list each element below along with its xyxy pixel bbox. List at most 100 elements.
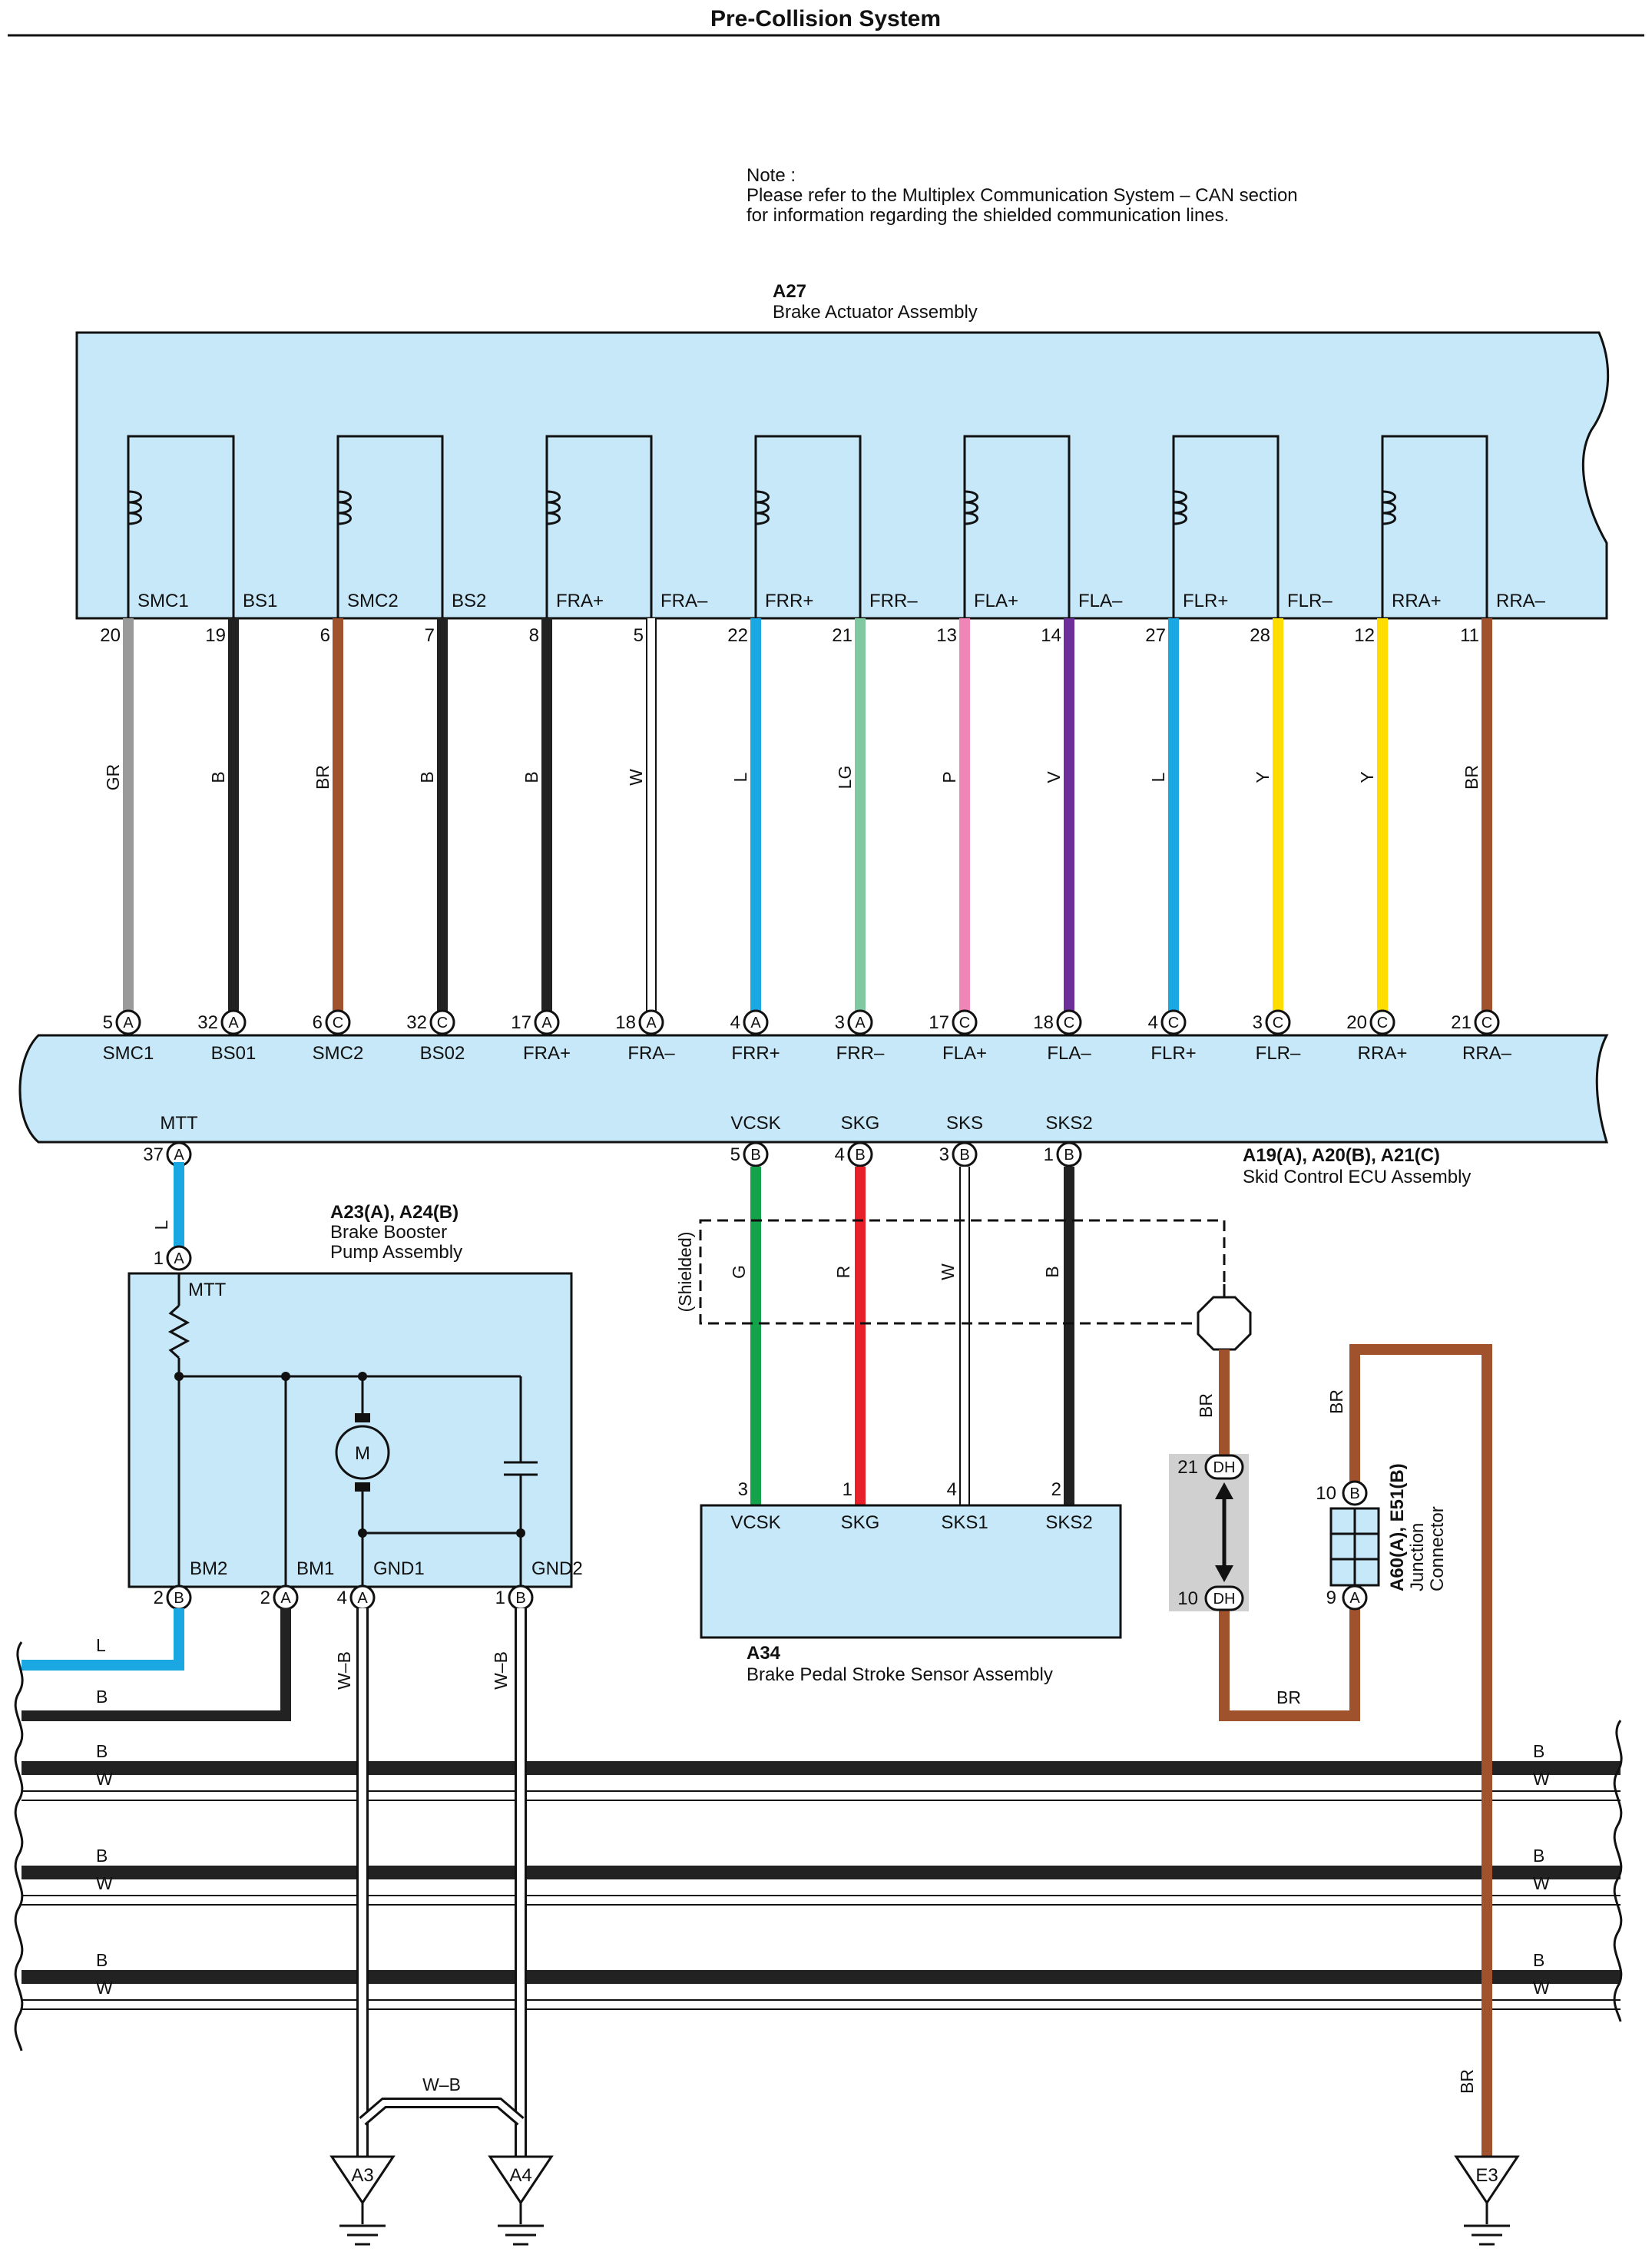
- booster-bottom-conn-1-letter: A: [280, 1590, 291, 1607]
- gnd-bridge-label: W–B: [422, 2075, 461, 2094]
- actuator-pin-5: 5: [634, 625, 644, 646]
- sensor-label-1: SKG: [841, 1512, 880, 1533]
- sensor-panel: [700, 1504, 1122, 1639]
- actuator-pin-12: 12: [1354, 625, 1375, 646]
- ecu-top-label-9: FLA–: [1047, 1043, 1091, 1064]
- ground-triangle-2: [1454, 2155, 1520, 2205]
- solenoid-loop-5: [1172, 435, 1280, 618]
- gnd1-wire-label: W–B: [334, 1651, 354, 1690]
- ecu-top-label-10: FLR+: [1150, 1043, 1196, 1064]
- ecu-top-pin-9: 18: [1033, 1012, 1054, 1033]
- booster-name-line-1: Brake Booster: [330, 1222, 447, 1243]
- actuator-wire-label-11: Y: [1253, 771, 1273, 783]
- ecu-top-conn-9-letter: C: [1064, 1015, 1074, 1031]
- ecu-top-pin-3: 32: [406, 1012, 427, 1033]
- bus-label-right-0: B: [1533, 1741, 1544, 1761]
- coil-icon: [755, 490, 770, 525]
- svg-text:DH: DH: [1213, 1459, 1236, 1476]
- ecu-top-conn-5: [638, 1009, 664, 1035]
- ecu-bottom-label-2: SKG: [841, 1113, 880, 1134]
- ecu-top-conn-12-letter: C: [1377, 1015, 1388, 1031]
- mtt-wire-label: L: [151, 1220, 171, 1230]
- svg-text:9: 9: [1326, 1588, 1336, 1608]
- ecu-bottom-conn-3-letter: B: [959, 1147, 969, 1164]
- bus-label-left-4: B: [96, 1950, 108, 1970]
- motor-brush-top: [355, 1413, 370, 1422]
- ecu-top-conn-7: [847, 1009, 873, 1035]
- br-junction-to-ground: [1349, 1344, 1492, 2160]
- ecu-top-conn-6-letter: A: [750, 1015, 761, 1031]
- actuator-pin-10: 27: [1145, 625, 1166, 646]
- ecu-top-pin-1: 32: [197, 1012, 218, 1033]
- actuator-wire-label-3: B: [417, 771, 437, 783]
- ecu-top-conn-6: [743, 1009, 769, 1035]
- gnd-bridge-wire: [359, 2098, 525, 2126]
- actuator-wire-label-13: BR: [1462, 765, 1482, 790]
- booster-bottom-pin-0: 2: [154, 1588, 164, 1608]
- junction-connector: B 10 A 9: [1316, 1480, 1380, 1611]
- booster-junction-dots: [174, 1372, 525, 1538]
- booster-bottom-pin-3: 1: [495, 1588, 505, 1608]
- actuator-pin-3: 7: [425, 625, 435, 646]
- dh-connector: DH 21 DH 10: [1177, 1454, 1244, 1611]
- coil-icon: [127, 490, 142, 525]
- ecu-bottom-conn-4-letter: B: [1064, 1147, 1074, 1164]
- ecu-top-conn-3: [429, 1009, 455, 1035]
- ecu-bottom-pin-0: 37: [143, 1144, 164, 1165]
- sensor-pin-1: 1: [843, 1479, 852, 1500]
- solenoid-loop-6: [1381, 435, 1488, 618]
- sensor-wire-label-0: G: [729, 1265, 749, 1279]
- ecu-top-conn-4-letter: A: [541, 1015, 552, 1031]
- solenoid-loop-1: [336, 435, 444, 618]
- solenoid-loop-2: [545, 435, 653, 618]
- svg-text:A: A: [1349, 1590, 1360, 1607]
- actuator-terminal-4: FRA+: [556, 591, 604, 611]
- svg-text:B: B: [1349, 1485, 1359, 1502]
- bm1-wire-label: B: [96, 1687, 108, 1707]
- actuator-terminal-0: SMC1: [137, 591, 189, 611]
- ecu-bottom-conn-2-letter: B: [855, 1147, 865, 1164]
- sensor-pin-2: 4: [947, 1479, 957, 1500]
- svg-text:21: 21: [1177, 1457, 1198, 1478]
- coil-icon: [1382, 490, 1396, 525]
- junction-name-line-2: Connector: [1427, 1506, 1448, 1591]
- ecu-top-conn-10: [1160, 1009, 1187, 1035]
- solenoid-loop-4: [963, 435, 1071, 618]
- ecu-top-conn-3-letter: C: [437, 1015, 448, 1031]
- bus-label-right-1: W: [1533, 1769, 1550, 1789]
- actuator-wire-label-0: GR: [103, 764, 123, 791]
- bus-label-left-3: W: [96, 1873, 113, 1893]
- ecu-codes: A19(A), A20(B), A21(C): [1243, 1145, 1440, 1166]
- ecu-top-conn-7-letter: A: [855, 1015, 866, 1031]
- actuator-terminal-3: BS2: [452, 591, 486, 611]
- coil-icon: [337, 490, 352, 525]
- actuator-pin-6: 22: [727, 625, 748, 646]
- ecu-bottom-label-1: VCSK: [730, 1113, 780, 1134]
- ecu-top-conn-13-letter: C: [1482, 1015, 1492, 1031]
- sensor-wire-label-3: B: [1042, 1266, 1062, 1277]
- ecu-top-label-6: FRR+: [731, 1043, 780, 1064]
- actuator-terminal-6: FRR+: [765, 591, 813, 611]
- note-line-2: Please refer to the Multiplex Communicat…: [747, 185, 1298, 206]
- sensor-label-3: SKS2: [1045, 1512, 1092, 1533]
- ecu-name: Skid Control ECU Assembly: [1243, 1167, 1471, 1187]
- junction-name-line-1: Junction: [1407, 1523, 1428, 1591]
- actuator-wire-label-2: BR: [313, 765, 333, 790]
- ground-label-1: A4: [509, 2165, 531, 2186]
- actuator-terminal-10: FLR+: [1183, 591, 1228, 611]
- actuator-wire-label-5: W: [626, 769, 646, 786]
- actuator-wire-label-10: L: [1148, 772, 1168, 782]
- actuator-wire-label-8: P: [939, 771, 959, 783]
- actuator-pin-13: 11: [1460, 625, 1479, 646]
- actuator-wire-label-6: L: [730, 772, 750, 782]
- booster-circuit: [167, 1273, 538, 1587]
- svg-text:10: 10: [1316, 1483, 1336, 1504]
- ecu-bottom-pin-1: 5: [730, 1144, 740, 1165]
- booster-mtt-conn-letter: A: [174, 1250, 184, 1267]
- ecu-top-pin-7: 3: [835, 1012, 845, 1033]
